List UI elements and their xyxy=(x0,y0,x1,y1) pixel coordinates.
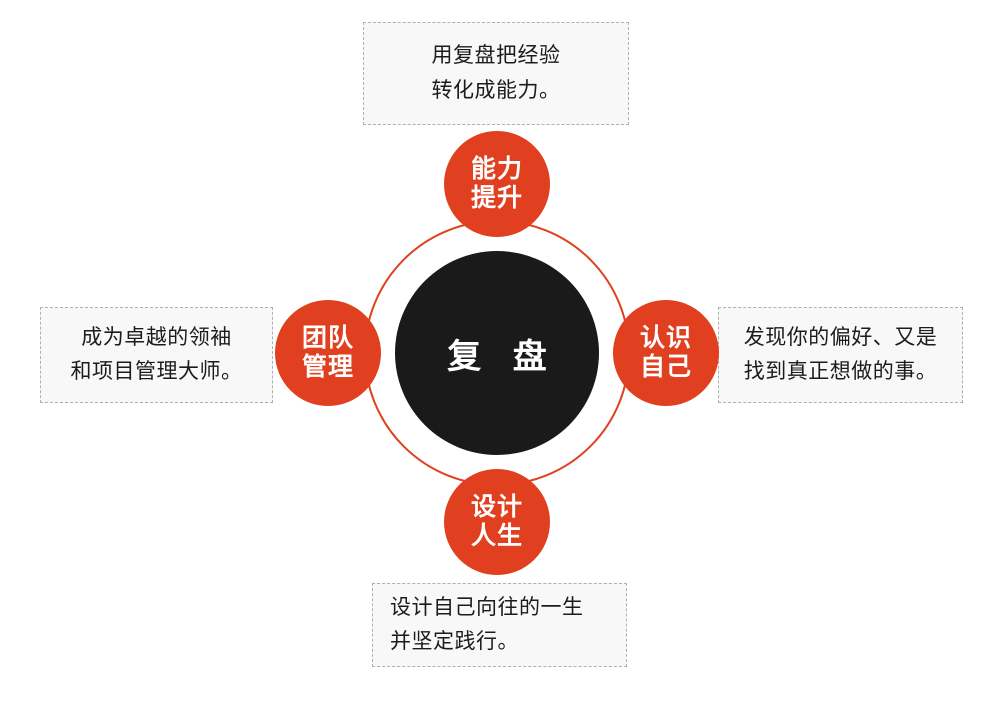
spoke-circle-left: 团队 管理 xyxy=(275,300,381,406)
spoke-left-line2: 管理 xyxy=(301,353,354,381)
spoke-left-line1: 团队 xyxy=(301,323,354,352)
callout-bottom-line1: 设计自己向往的一生 xyxy=(390,595,584,619)
callout-right-line1: 发现你的偏好、又是 xyxy=(743,325,938,349)
callout-left-line2: 和项目管理大师。 xyxy=(70,360,243,383)
spoke-circle-right: 认识 自己 xyxy=(613,300,719,406)
spoke-top-line1: 能力 xyxy=(470,154,523,183)
core-label: 复 盘 xyxy=(447,337,558,376)
callout-top-line2: 转化成能力。 xyxy=(431,78,561,102)
spoke-circle-bottom: 设计 人生 xyxy=(444,469,550,575)
spoke-top-line2: 提升 xyxy=(470,184,523,212)
spoke-circle-top: 能力 提升 xyxy=(444,131,550,237)
callout-box-left: 成为卓越的领袖 和项目管理大师。 xyxy=(40,307,273,403)
callout-right-line2: 找到真正想做的事。 xyxy=(743,360,938,383)
callout-box-bottom: 设计自己向往的一生 并坚定践行。 xyxy=(372,583,627,667)
core-circle: 复 盘 xyxy=(395,251,599,455)
callout-bottom-line2: 并坚定践行。 xyxy=(390,630,519,653)
callout-left-line1: 成为卓越的领袖 xyxy=(81,325,232,349)
callout-box-right: 发现你的偏好、又是 找到真正想做的事。 xyxy=(718,307,963,403)
callout-box-top: 用复盘把经验 转化成能力。 xyxy=(363,22,629,125)
spoke-right-line2: 自己 xyxy=(639,353,692,381)
spoke-bottom-line1: 设计 xyxy=(470,492,523,521)
callout-top-line1: 用复盘把经验 xyxy=(431,44,561,68)
spoke-bottom-line2: 人生 xyxy=(470,522,523,550)
spoke-right-line1: 认识 xyxy=(639,323,692,352)
